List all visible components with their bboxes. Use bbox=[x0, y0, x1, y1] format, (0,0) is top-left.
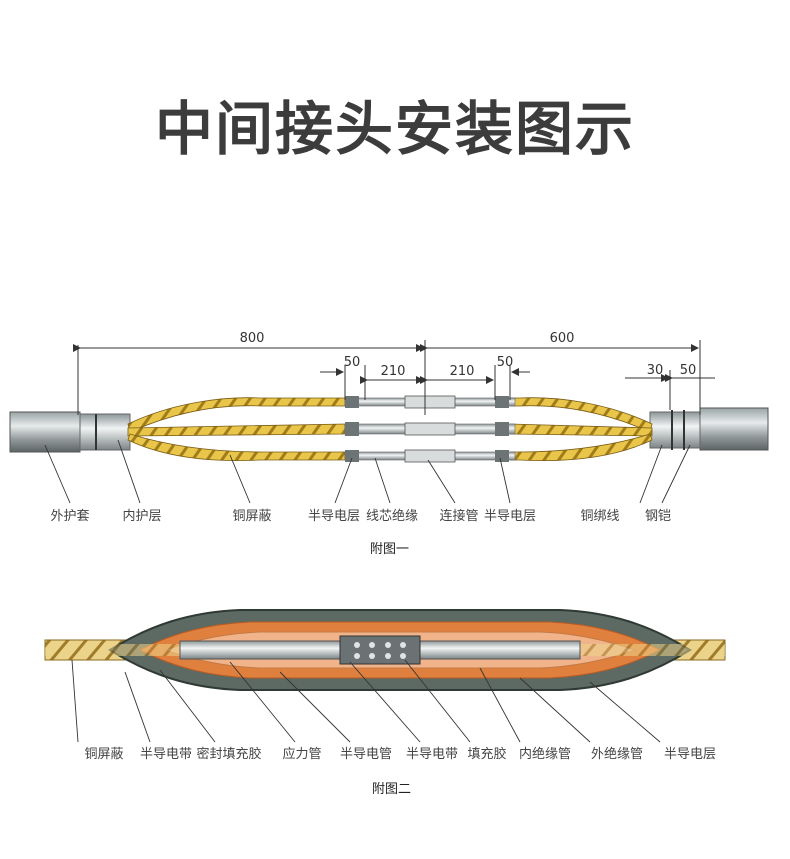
part-label: 铜屏蔽 bbox=[232, 509, 271, 524]
core-middle bbox=[127, 423, 653, 437]
part-label: 应力管 bbox=[282, 746, 321, 762]
figure-two: 铜屏蔽半导电带密封填充胶应力管半导电管半导电带填充胶内绝缘管外绝缘管半导电层 附… bbox=[44, 609, 726, 797]
part-label: 半导电层 bbox=[308, 509, 360, 524]
dimension-label: 800 bbox=[240, 331, 265, 346]
part-label: 填充胶 bbox=[467, 746, 506, 762]
dimension-label: 210 bbox=[381, 364, 406, 379]
part-label: 铜绑线 bbox=[580, 509, 619, 524]
right-inner-sheath bbox=[649, 411, 701, 449]
part-label: 半导电层 bbox=[664, 747, 716, 762]
figure-one-caption: 附图一 bbox=[370, 542, 409, 557]
dimension-lines bbox=[73, 340, 715, 415]
part-label: 半导电带 bbox=[406, 747, 458, 762]
armour-bands bbox=[95, 410, 685, 450]
right-outer-sheath bbox=[699, 407, 769, 451]
leader-lines-fig1 bbox=[44, 439, 691, 504]
semiconductive-tube-right bbox=[419, 640, 581, 660]
figure-two-caption: 附图二 bbox=[372, 782, 411, 797]
dimension-label: 50 bbox=[680, 363, 697, 378]
part-label: 外绝缘管 bbox=[591, 746, 643, 762]
leader-lines-fig2 bbox=[71, 659, 661, 743]
semiconductive-bands bbox=[345, 396, 509, 462]
part-label: 铜屏蔽 bbox=[84, 747, 123, 762]
part-label: 线芯绝缘 bbox=[366, 508, 418, 524]
connector-holes bbox=[354, 642, 406, 659]
semiconductive-tube-left bbox=[179, 640, 341, 660]
page-title: 中间接头安装图示 bbox=[154, 95, 635, 163]
part-label: 半导电层 bbox=[484, 509, 536, 524]
dimension-label: 210 bbox=[450, 364, 475, 379]
core-bottom bbox=[127, 433, 653, 462]
dimension-label: 50 bbox=[344, 355, 361, 370]
left-inner-sheath bbox=[79, 413, 131, 451]
part-label: 半导电管 bbox=[340, 747, 392, 762]
dimension-label: 600 bbox=[550, 331, 575, 346]
part-label: 外护套 bbox=[50, 508, 89, 524]
part-label: 钢铠 bbox=[645, 508, 671, 524]
dimension-label: 30 bbox=[647, 363, 664, 378]
part-label: 内护层 bbox=[122, 508, 161, 524]
dimension-label: 50 bbox=[497, 355, 514, 370]
part-label: 半导电带 bbox=[140, 747, 192, 762]
connector-tubes bbox=[404, 395, 456, 463]
part-label: 密封填充胶 bbox=[196, 746, 261, 762]
part-label: 连接管 bbox=[439, 508, 478, 524]
connector bbox=[339, 635, 421, 665]
part-label: 内绝缘管 bbox=[519, 746, 571, 762]
